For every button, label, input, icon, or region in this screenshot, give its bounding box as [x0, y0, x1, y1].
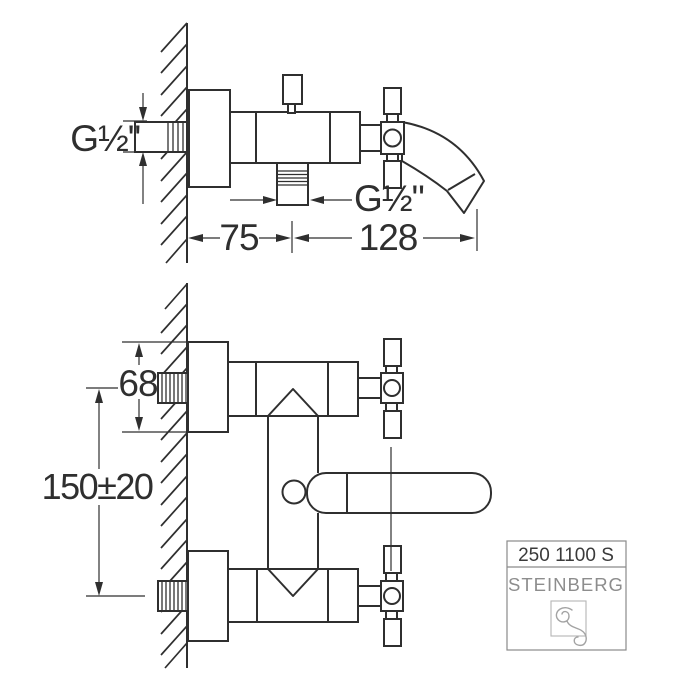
title-block: 250 1100 S STEINBERG: [506, 540, 627, 651]
dim-68-value: 68: [118, 363, 157, 404]
diverter-knob: [282, 74, 303, 114]
mixer-body-side: [229, 111, 361, 164]
dim-150-value: 150±20: [42, 466, 153, 507]
escutcheon-top-front: [187, 341, 229, 433]
dimension-75: 75: [188, 217, 293, 258]
dimension-68: 68: [118, 341, 188, 433]
cross-handle-bottom-front: [357, 545, 404, 647]
label-wall-thread: G½": [70, 118, 140, 159]
mixer-body-top-front: [227, 361, 359, 417]
dimension-150: 150±20: [42, 387, 154, 597]
dimension-128: 128: [294, 209, 478, 258]
brand-name: STEINBERG: [508, 574, 624, 595]
steinberg-swirl-logo-icon: [550, 600, 587, 647]
escutcheon-side: [188, 89, 231, 188]
wall-thread-dimension: [123, 93, 151, 204]
model-number: 250 1100 S: [518, 545, 614, 566]
spout-side: [401, 121, 485, 214]
supply-nipple-side: [134, 121, 188, 153]
title-block-frame: [506, 540, 627, 651]
front-view: 68 150±20: [42, 283, 492, 669]
supply-nipple-top-front: [157, 372, 189, 404]
escutcheon-bottom-front: [187, 550, 229, 642]
shower-outlet: [276, 162, 309, 206]
cross-handle-top-front: [357, 338, 404, 439]
riser-column: [267, 416, 319, 569]
cross-handle-side: [359, 87, 405, 189]
mixer-body-bottom-front: [227, 568, 359, 623]
diverter-button-front: [281, 479, 307, 505]
label-outlet-thread: G½": [354, 178, 424, 219]
dim-128-value: 128: [359, 217, 418, 258]
dim-75-value: 75: [219, 217, 259, 258]
outlet-thread-callout: [230, 196, 352, 204]
supply-nipple-bottom-front: [157, 580, 189, 612]
side-view: G½": [70, 22, 485, 264]
spout-lever-front: [306, 472, 492, 514]
